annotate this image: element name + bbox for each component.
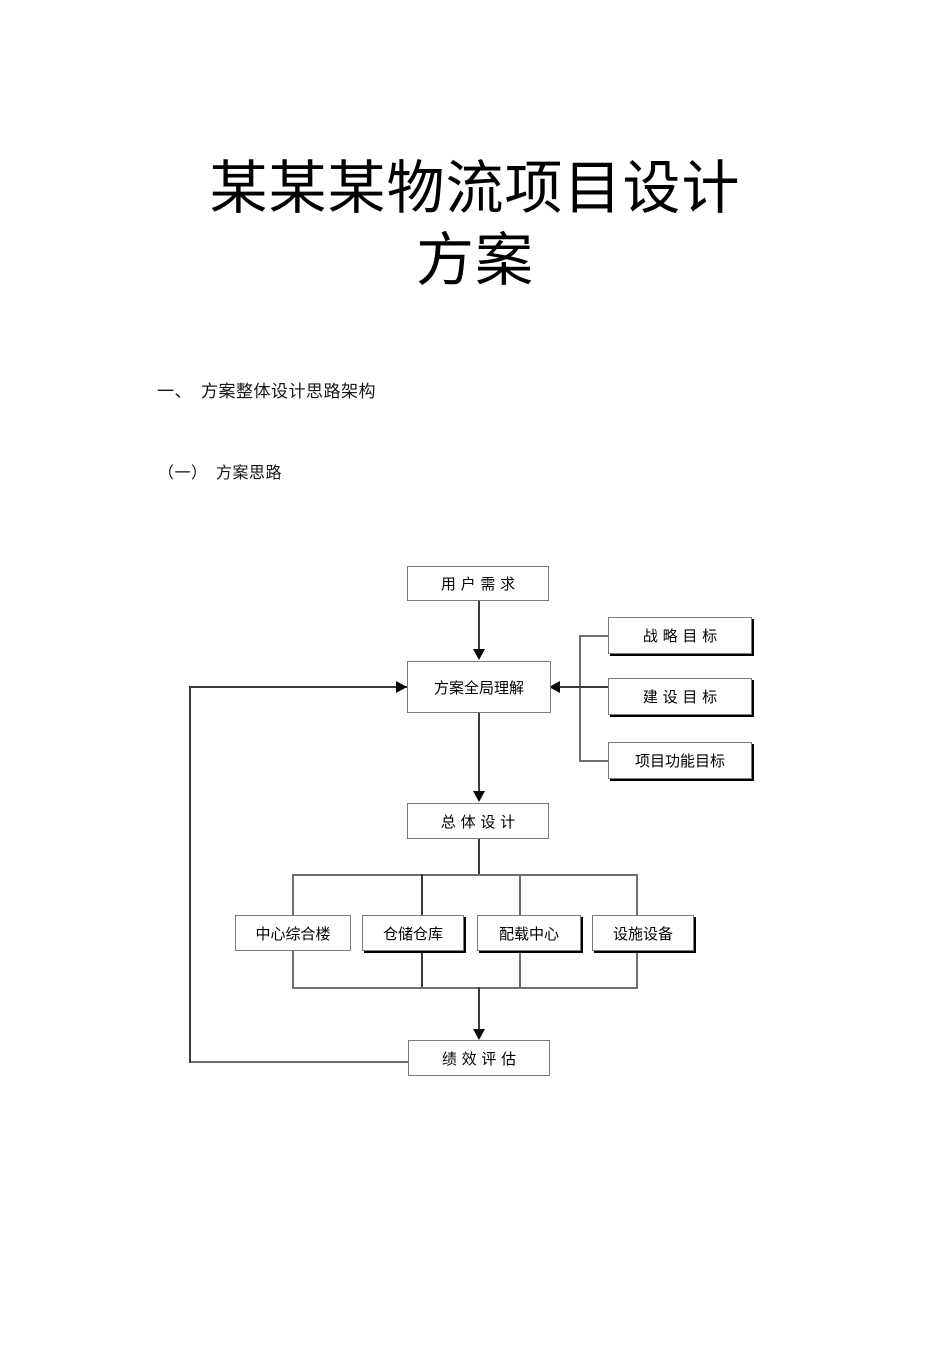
edge-design-to-bus-line [478, 838, 480, 875]
edge-strategic-goal-stub [579, 635, 609, 637]
node-user-demand[interactable]: 用 户 需 求 [407, 566, 549, 601]
node-construction-goal[interactable]: 建 设 目 标 [608, 678, 752, 715]
riser-central-building [292, 950, 294, 988]
feedback-loop-arrow [396, 681, 407, 693]
edge-construction-goal-stub [551, 686, 609, 688]
edge-user-demand-to-understand-line [478, 600, 480, 650]
drop-central-building [292, 874, 294, 916]
riser-storage-warehouse [421, 950, 423, 988]
riser-loading-center [519, 950, 521, 988]
feedback-loop-left [189, 687, 191, 1063]
edge-bus-to-performance-arrow [473, 1029, 485, 1040]
node-central-building[interactable]: 中心综合楼 [235, 915, 351, 951]
edge-user-demand-to-understand-arrow [473, 649, 485, 660]
node-overall-design[interactable]: 总 体 设 计 [407, 803, 549, 839]
feedback-loop-top [189, 686, 407, 688]
node-overall-understanding[interactable]: 方案全局理解 [407, 661, 551, 713]
page-title: 某某某物流项目设计 方案 [209, 154, 741, 294]
component-bus-bottom-rail [292, 987, 638, 989]
drop-storage-warehouse [421, 874, 423, 916]
drop-loading-center [519, 874, 521, 916]
riser-facility-equipment [636, 950, 638, 988]
node-loading-center[interactable]: 配载中心 [477, 915, 581, 951]
node-function-goal[interactable]: 项目功能目标 [608, 742, 752, 779]
drop-facility-equipment [636, 874, 638, 916]
edge-bus-to-performance-line [478, 987, 480, 1029]
edge-understand-to-design-arrow [473, 791, 485, 802]
node-strategic-goal[interactable]: 战 略 目 标 [608, 617, 752, 654]
heading-section-1: 一、 方案整体设计思路架构 [157, 382, 376, 402]
edge-function-goal-stub [579, 760, 609, 762]
edge-understand-to-design-line [478, 713, 480, 791]
node-performance-evaluation[interactable]: 绩 效 评 估 [408, 1040, 550, 1076]
component-bus-top-rail [292, 874, 638, 876]
feedback-loop-bottom [190, 1061, 408, 1063]
node-facility-equipment[interactable]: 设施设备 [592, 915, 694, 951]
node-storage-warehouse[interactable]: 仓储仓库 [362, 915, 464, 951]
edge-goals-trunk [579, 635, 581, 761]
heading-subsection-1: （一） 方案思路 [158, 463, 283, 482]
edge-goals-to-understand-arrow [549, 681, 560, 693]
